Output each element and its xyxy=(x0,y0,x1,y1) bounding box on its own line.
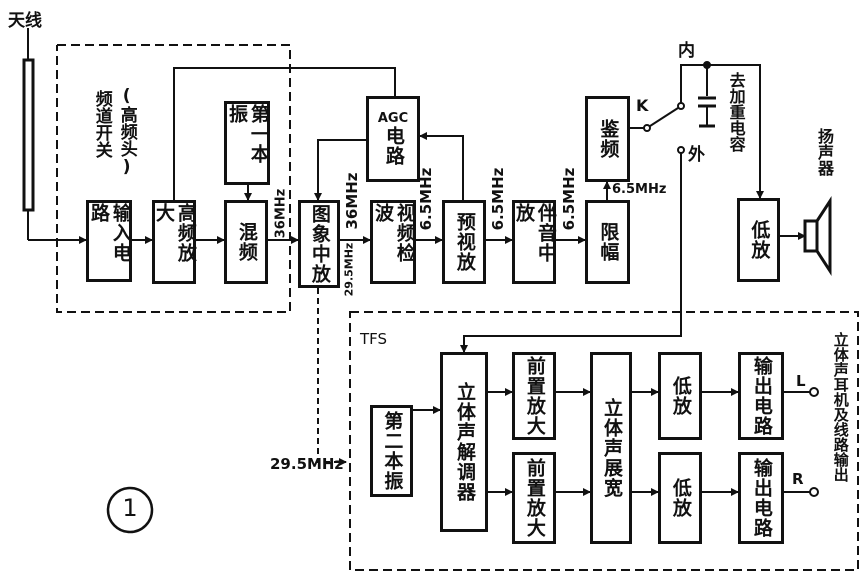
first-local-oscillator-block: 第一本振 xyxy=(224,101,270,185)
discriminator-block: 鉴频 xyxy=(585,96,630,182)
stereo-widening-block: 立体声展宽 xyxy=(590,352,632,544)
switch-inner-contact xyxy=(677,102,685,110)
stereo-output-label: 立体声耳机及线路输出 xyxy=(831,332,850,482)
input-circuit-block: 输入电路 xyxy=(86,200,132,282)
antenna-icon xyxy=(22,58,35,212)
jack-l-icon xyxy=(809,387,819,397)
freq-6-5mhz-d-label: 6.5MHz xyxy=(612,182,667,197)
inner-contact-label: 内 xyxy=(678,41,695,61)
sound-if-amp-block: 伴音中放 xyxy=(512,200,557,284)
speaker-cone-icon xyxy=(815,195,832,277)
outer-contact-label: 外 xyxy=(688,145,705,165)
tfs-boundary xyxy=(349,311,859,571)
tuner-boundary xyxy=(56,44,291,313)
switch-k-label: K xyxy=(636,96,649,115)
preamp-right-block: 前置放大 xyxy=(512,452,556,544)
preamp-left-block: 前置放大 xyxy=(512,352,556,440)
freq-29-5mhz-if-label: 29.5MHz xyxy=(342,242,356,297)
freq-6-5mhz-a-label: 6.5MHz xyxy=(417,167,435,231)
lf-amp-right-block: 低放 xyxy=(658,452,702,544)
pre-video-amp-block: 预视放 xyxy=(442,200,486,284)
de-emphasis-capacitor-label: 去加重电容 xyxy=(726,72,746,152)
tuner-sublabel: (高频头) xyxy=(116,86,137,177)
right-channel-label: R xyxy=(792,470,804,488)
freq-6-5mhz-c-label: 6.5MHz xyxy=(560,167,578,231)
tfs-label: TFS xyxy=(360,330,388,348)
freq-36mhz-mixer-label: 36MHz xyxy=(273,188,289,239)
rf-amplifier-block: 高频放大 xyxy=(152,200,197,284)
left-channel-label: L xyxy=(796,372,806,390)
mixer-block: 混频 xyxy=(224,200,268,284)
limiter-block: 限幅 xyxy=(585,200,630,284)
tuner-label: 频道开关 xyxy=(91,90,112,158)
lf-amplifier-block: 低放 xyxy=(737,198,780,282)
antenna-label: 天线 xyxy=(8,11,42,31)
stereo-demodulator-block: 立体声解调器 xyxy=(440,352,488,532)
figure-number: 1 xyxy=(122,494,138,522)
second-local-oscillator-block: 第二本振 xyxy=(370,405,413,497)
switch-k-pivot xyxy=(643,124,651,132)
output-left-block: 输出电路 xyxy=(738,352,784,440)
output-right-block: 输出电路 xyxy=(738,452,784,544)
video-detector-block: 视频检波 xyxy=(370,200,416,284)
jack-r-icon xyxy=(809,487,819,497)
switch-outer-contact xyxy=(677,146,685,154)
lf-amp-left-block: 低放 xyxy=(658,352,702,440)
freq-29-5mhz-osc-label: 29.5MHz xyxy=(270,455,344,473)
freq-6-5mhz-b-label: 6.5MHz xyxy=(489,167,507,231)
image-if-amp-block: 图象中放 xyxy=(298,200,340,288)
speaker-magnet-icon xyxy=(803,219,819,253)
figure-number-circle xyxy=(106,486,154,534)
agc-circuit-block: AGC 电路 xyxy=(366,96,420,182)
speaker-label: 扬声器 xyxy=(815,128,834,176)
freq-36mhz-if-label: 36MHz xyxy=(343,172,361,230)
